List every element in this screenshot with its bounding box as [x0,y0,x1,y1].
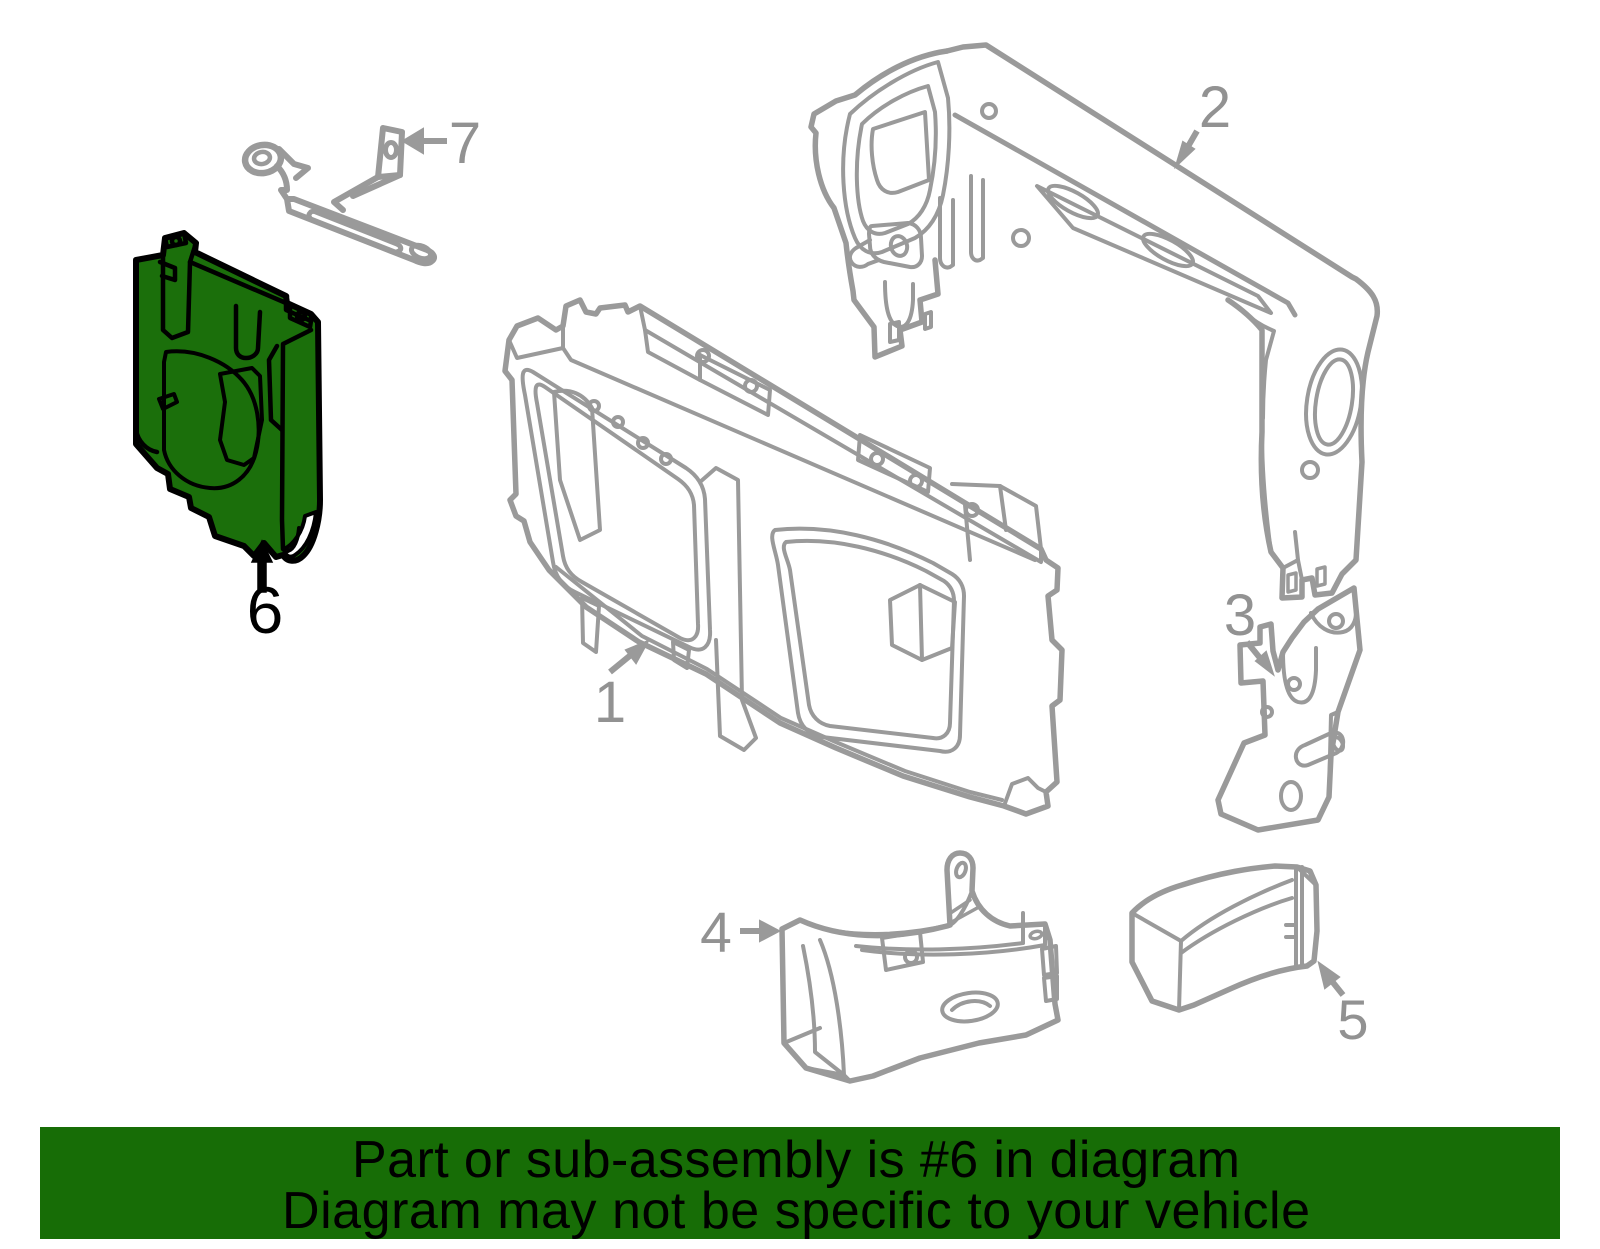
svg-text:5: 5 [1337,988,1368,1051]
svg-text:4: 4 [700,901,732,965]
svg-text:2: 2 [1199,75,1231,140]
svg-text:Part or sub-assembly is #6 in: Part or sub-assembly is #6 in diagram [352,1131,1240,1189]
svg-text:3: 3 [1224,583,1256,648]
svg-text:1: 1 [594,670,626,735]
svg-text:6: 6 [247,573,284,647]
svg-text:Diagram may not be specific to: Diagram may not be specific to your vehi… [282,1182,1310,1240]
svg-text:7: 7 [449,111,481,176]
